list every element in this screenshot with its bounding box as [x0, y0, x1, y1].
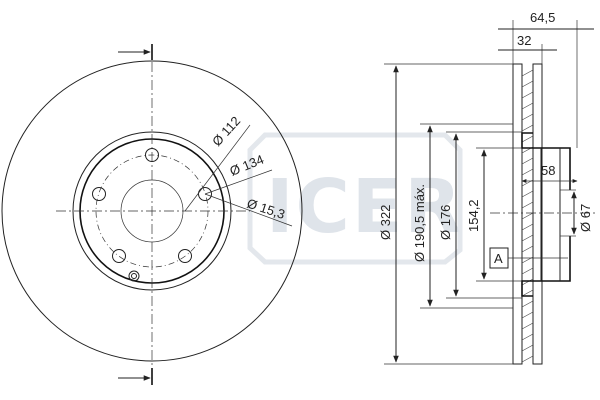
- bolt-leader: [204, 193, 293, 227]
- vent-rib: [521, 311, 534, 319]
- locating-screw-hole-inner: [131, 273, 137, 279]
- vent-rib: [521, 113, 534, 121]
- locating-screw-hole: [128, 270, 140, 282]
- watermark-text: ICER: [266, 164, 463, 250]
- vent-rib: [521, 80, 534, 88]
- disc-outer-edge: [1, 60, 303, 362]
- datum-label: A: [494, 251, 503, 266]
- dim-depth: 154,2: [466, 199, 481, 232]
- vent-rib: [521, 234, 534, 242]
- vent-rib: [521, 344, 534, 352]
- vent-rib: [521, 212, 534, 220]
- vent-rib: [521, 245, 534, 253]
- vent-rib: [521, 157, 534, 165]
- vent-rib: [521, 223, 534, 231]
- dim-disc-thickness: 32: [517, 33, 531, 48]
- dim-center-bore: Ø 67: [578, 204, 593, 232]
- vent-rib: [521, 135, 534, 143]
- dim-hub: Ø 134: [228, 152, 266, 179]
- vent-rib: [521, 278, 534, 286]
- vent-rib: [521, 102, 534, 110]
- hat-bottom: [521, 236, 571, 297]
- hat-top: [521, 132, 571, 190]
- dim-bell-diameter: Ø 176: [438, 205, 453, 240]
- bolt-holes: [92, 148, 212, 263]
- dim-pcd: Ø 112: [209, 113, 243, 149]
- vent-rib: [521, 190, 534, 198]
- vent-rib: [521, 267, 534, 275]
- bolt-hole: [178, 249, 192, 263]
- vent-rib: [521, 91, 534, 99]
- vent-rib: [521, 300, 534, 308]
- vent-rib: [521, 333, 534, 341]
- friction-ring-section: [512, 63, 543, 365]
- bolt-hole: [112, 249, 126, 263]
- dim-inner-friction: Ø 190,5 máx.: [412, 184, 427, 262]
- bolt-hole: [145, 148, 159, 162]
- vent-rib: [521, 355, 534, 363]
- icer-watermark: ICER: [247, 132, 463, 265]
- front-view: Ø 112 Ø 134 Ø 15,3: [1, 44, 303, 385]
- pcd-leader: [184, 124, 251, 212]
- bolt-hole: [92, 187, 106, 201]
- vent-rib: [521, 69, 534, 77]
- vent-rib: [521, 201, 534, 209]
- dim-overall-thickness: 64,5: [530, 10, 555, 25]
- dim-offset: 58: [541, 163, 555, 178]
- vent-rib: [521, 168, 534, 176]
- section-view: 64,5 32 Ø 322 Ø 190,5 máx. Ø 176 154,2 5…: [378, 10, 596, 365]
- hub-leader: [204, 169, 273, 195]
- vent-rib: [521, 124, 534, 132]
- vent-rib: [521, 322, 534, 330]
- vent-rib: [521, 289, 534, 297]
- dim-outer-diameter: Ø 322: [378, 205, 393, 240]
- bolt-hole: [198, 187, 212, 201]
